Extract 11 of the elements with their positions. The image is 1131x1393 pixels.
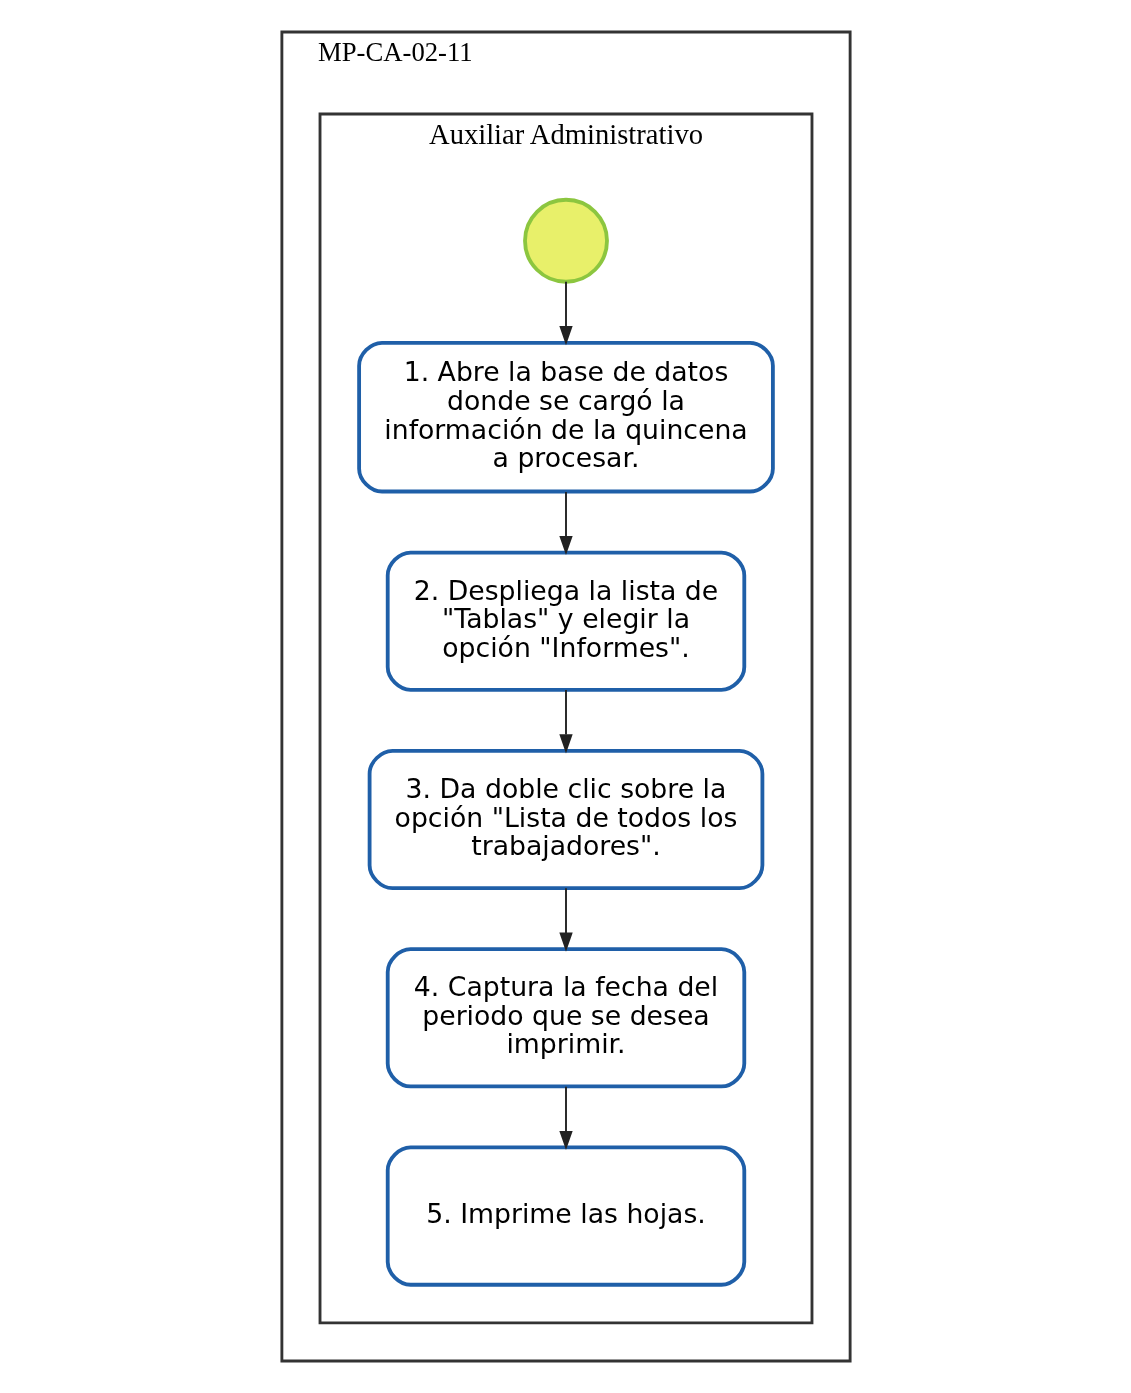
node-box: 3. Da doble clic sobre la opción "Lista de todos los trabajadores".: [367, 748, 764, 891]
arrow: [558, 1085, 573, 1151]
arrow: [558, 689, 573, 754]
arrow: [558, 887, 573, 952]
node-circle: [522, 197, 609, 284]
node-box: 4. Captura la fecha del periodo que se desea imprimir.: [385, 947, 746, 1089]
arrow: [558, 280, 573, 346]
node-box: 5. Imprime las hojas.: [385, 1145, 746, 1287]
node-box: 2. Despliega la lista de "Tablas" y elegir la opción "Informes".: [385, 550, 746, 692]
node-box: 1. Abre la base de datos donde se cargó la información de la quincena a procesar.: [356, 340, 775, 494]
arrow: [558, 490, 573, 555]
